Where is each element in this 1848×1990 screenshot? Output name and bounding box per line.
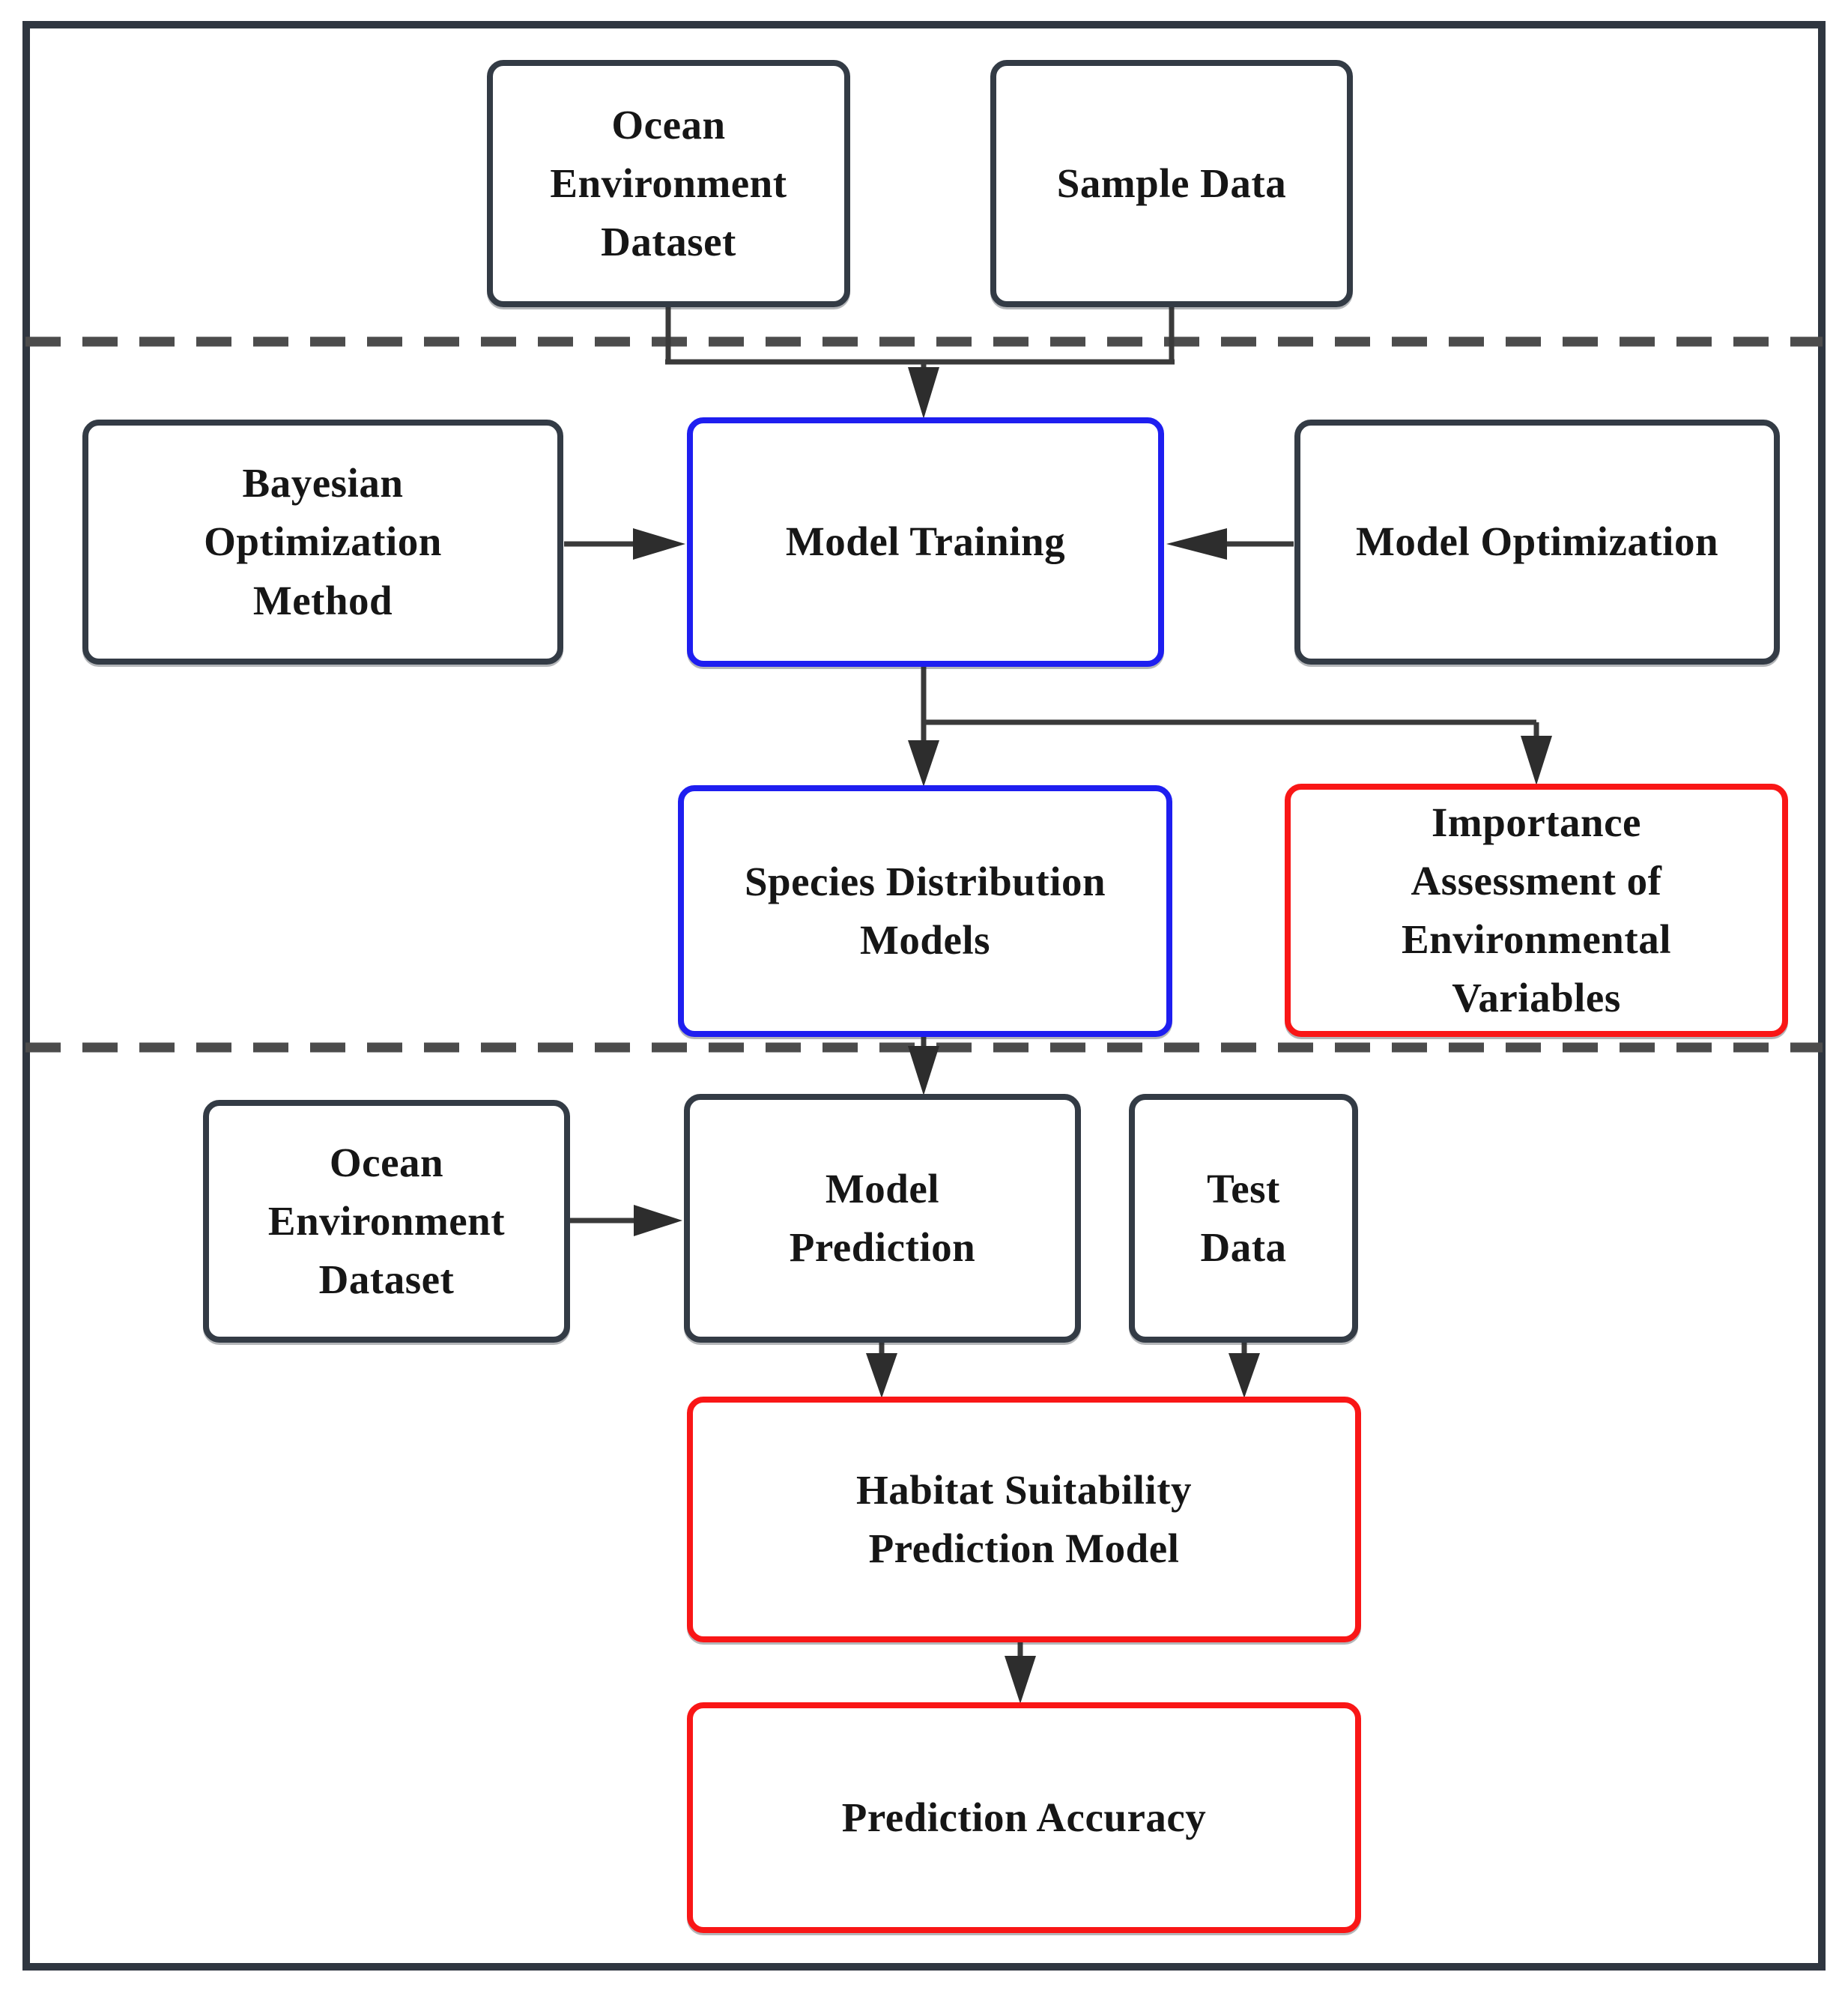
node-label: Bayesian Optimization Method <box>204 460 442 623</box>
edge-prediction-to-habitat <box>866 1343 897 1398</box>
node-label: Species Distribution Models <box>744 858 1106 963</box>
edge-habitat-to-accuracy <box>1005 1642 1036 1704</box>
node-test-data: Test Data <box>1129 1094 1358 1343</box>
node-importance-assessment-environmental-variables: Importance Assessment of Environmental V… <box>1285 784 1788 1037</box>
node-species-distribution-models: Species Distribution Models <box>678 785 1172 1037</box>
node-prediction-accuracy: Prediction Accuracy <box>687 1702 1361 1933</box>
edge-bayesian-to-training <box>564 528 685 560</box>
node-label: Sample Data <box>1056 160 1287 206</box>
node-label: Test Data <box>1200 1165 1287 1270</box>
node-label: Ocean Environment Dataset <box>550 101 787 265</box>
node-model-optimization: Model Optimization <box>1294 420 1780 665</box>
edge-ocean2-to-prediction <box>570 1205 682 1236</box>
node-label: Importance Assessment of Environmental V… <box>1402 799 1671 1021</box>
node-habitat-suitability-prediction-model: Habitat Suitability Prediction Model <box>687 1397 1361 1642</box>
edge-testdata-to-habitat <box>1229 1343 1260 1398</box>
node-label: Model Training <box>785 518 1066 565</box>
edge-optimization-to-training <box>1166 528 1294 560</box>
node-model-training: Model Training <box>687 417 1164 667</box>
node-sample-data: Sample Data <box>990 60 1353 307</box>
node-ocean-environment-dataset-prediction: Ocean Environment Dataset <box>203 1100 570 1343</box>
node-label: Ocean Environment Dataset <box>267 1139 506 1303</box>
edge-species-to-prediction <box>908 1037 939 1095</box>
node-label: Model Optimization <box>1355 518 1719 565</box>
edge-inputs-to-model-training <box>665 306 1175 419</box>
node-label: Habitat Suitability Prediction Model <box>855 1466 1193 1571</box>
node-ocean-environment-dataset-training: Ocean Environment Dataset <box>487 60 850 307</box>
node-model-prediction: Model Prediction <box>684 1094 1081 1343</box>
node-label: Prediction Accuracy <box>841 1794 1207 1840</box>
edge-training-to-outputs <box>908 667 1552 787</box>
node-bayesian-optimization-method: Bayesian Optimization Method <box>82 420 563 665</box>
diagram-outer-border <box>22 21 1826 1971</box>
node-label: Model Prediction <box>789 1165 976 1270</box>
